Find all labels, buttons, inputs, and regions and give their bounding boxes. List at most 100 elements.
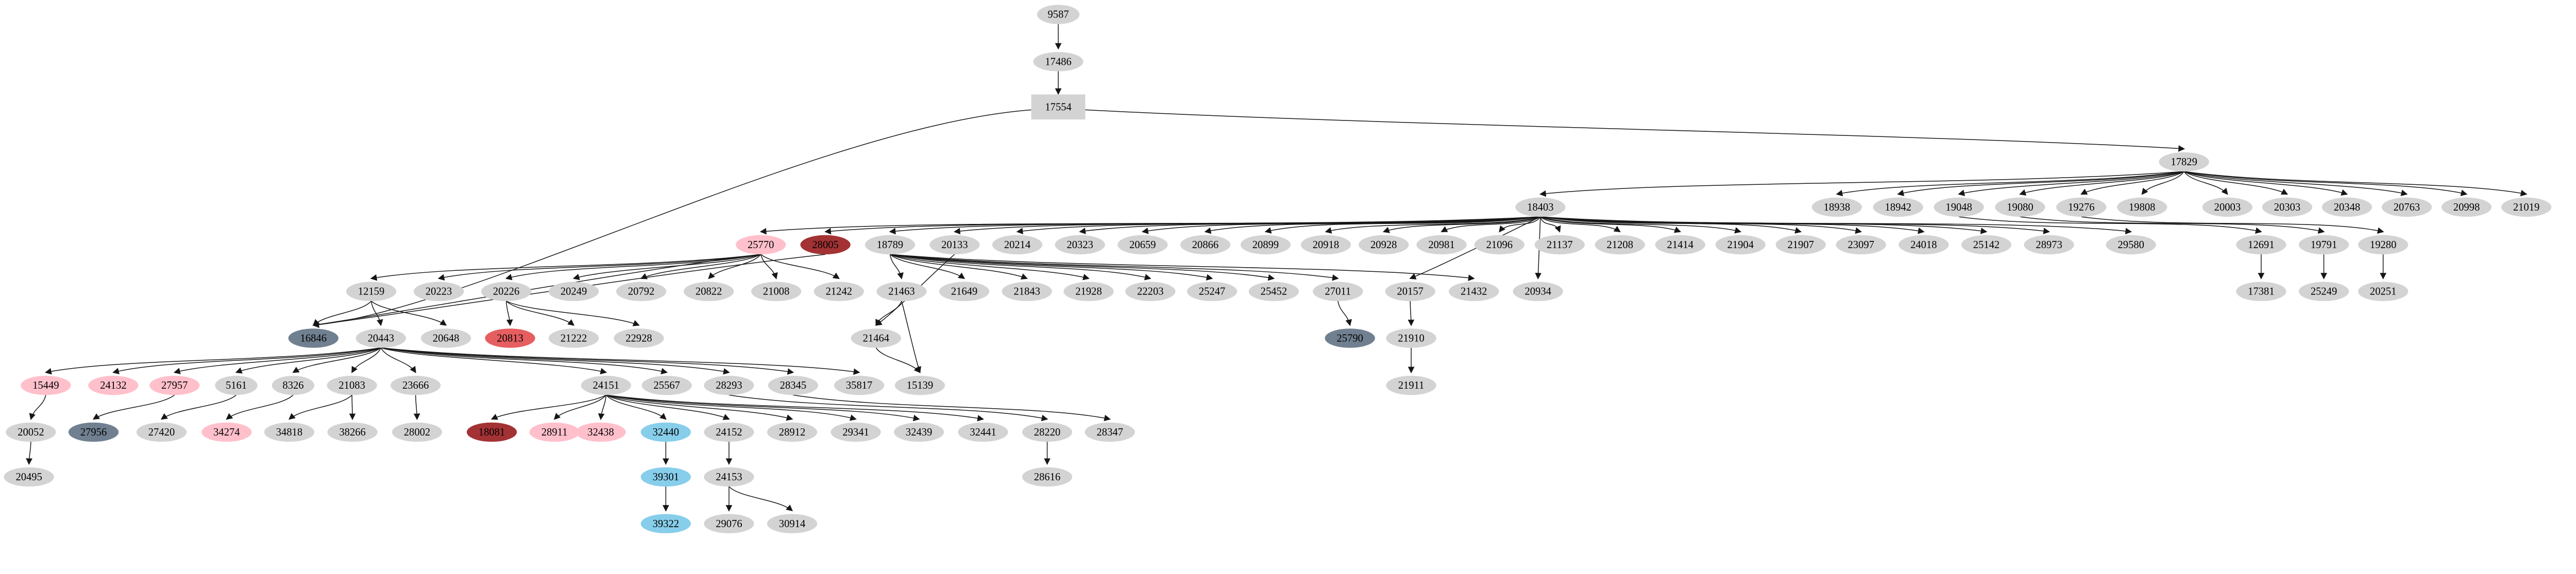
node-ellipse-shape bbox=[327, 422, 378, 442]
node-label: 17829 bbox=[2171, 156, 2197, 168]
node-ellipse-shape bbox=[2117, 197, 2167, 217]
node-label: 20251 bbox=[2370, 286, 2396, 298]
edge-25770-20822 bbox=[708, 254, 761, 280]
node-ellipse-shape bbox=[736, 235, 786, 255]
edge-20443-35817 bbox=[381, 347, 860, 375]
edge-18403-21414 bbox=[1540, 216, 1682, 233]
edge-20443-25567 bbox=[381, 347, 668, 375]
node-32439: 32439 bbox=[893, 422, 944, 442]
node-ellipse-shape bbox=[2159, 152, 2209, 172]
node-21649: 21649 bbox=[939, 282, 990, 301]
node-20763: 20763 bbox=[2381, 197, 2432, 217]
node-label: 17486 bbox=[1045, 56, 1071, 67]
edge-20226-21222 bbox=[506, 301, 575, 326]
node-27956: 27956 bbox=[68, 422, 119, 442]
node-ellipse-shape bbox=[616, 282, 667, 301]
node-ellipse-shape bbox=[876, 282, 927, 301]
node-ellipse-shape bbox=[272, 375, 315, 395]
node-24153: 24153 bbox=[704, 467, 754, 487]
node-ellipse-shape bbox=[851, 328, 902, 348]
node-ellipse-shape bbox=[2441, 197, 2492, 217]
node-label: 24132 bbox=[100, 380, 126, 391]
node-21463: 21463 bbox=[876, 282, 927, 301]
node-ellipse-shape bbox=[2381, 197, 2432, 217]
node-label: 21242 bbox=[826, 286, 852, 298]
edge-20226-22928 bbox=[506, 301, 640, 326]
edge-21463-15139 bbox=[901, 301, 921, 374]
node-ellipse-shape bbox=[1063, 282, 1114, 301]
node-ellipse-shape bbox=[865, 235, 916, 255]
node-ellipse-shape bbox=[548, 328, 599, 348]
node-17486: 17486 bbox=[1033, 52, 1083, 72]
edge-21464-15139 bbox=[875, 347, 921, 373]
node-label: 20648 bbox=[433, 333, 459, 344]
node-ellipse-shape bbox=[2298, 235, 2349, 255]
edge-17829-20303 bbox=[2183, 171, 2289, 195]
node-20348: 20348 bbox=[2321, 197, 2372, 217]
node-19080: 19080 bbox=[1995, 197, 2045, 217]
node-ellipse-shape bbox=[548, 282, 599, 301]
edge-18403-20918 bbox=[1325, 216, 1541, 234]
node-label: 27956 bbox=[80, 427, 107, 438]
node-28002: 28002 bbox=[392, 422, 443, 442]
node-label: 32440 bbox=[653, 427, 679, 438]
edge-28345-28347 bbox=[793, 394, 1111, 422]
edge-24151-28912 bbox=[606, 394, 793, 421]
node-label: 28616 bbox=[1034, 472, 1060, 483]
node-ellipse-shape bbox=[6, 422, 56, 442]
node-22203: 22203 bbox=[1125, 282, 1176, 301]
edge-18789-25247 bbox=[890, 254, 1213, 281]
node-label: 20133 bbox=[941, 239, 968, 251]
node-ellipse-shape bbox=[1033, 52, 1083, 72]
node-21008: 21008 bbox=[751, 282, 802, 301]
edge-18403-20981 bbox=[1440, 216, 1541, 233]
node-label: 21907 bbox=[1787, 239, 1814, 251]
node-21096: 21096 bbox=[1474, 235, 1525, 255]
node-24018: 24018 bbox=[1899, 235, 1949, 255]
node-label: 28912 bbox=[779, 427, 805, 438]
node-label: 21911 bbox=[1398, 380, 1425, 391]
node-19791: 19791 bbox=[2298, 235, 2349, 255]
node-label: 5161 bbox=[226, 380, 247, 391]
node-ellipse-shape bbox=[413, 282, 464, 301]
node-15449: 15449 bbox=[21, 375, 71, 395]
node-label: 32439 bbox=[906, 427, 932, 438]
node-21907: 21907 bbox=[1775, 235, 1826, 255]
node-12691: 12691 bbox=[2236, 235, 2286, 255]
node-label: 21464 bbox=[863, 333, 889, 344]
node-21843: 21843 bbox=[1002, 282, 1052, 301]
edge-15449-20052 bbox=[29, 395, 46, 420]
node-ellipse-shape bbox=[831, 422, 881, 442]
node-32438: 32438 bbox=[575, 422, 626, 442]
edge-20443-23666 bbox=[380, 347, 416, 373]
node-label: 35817 bbox=[846, 380, 872, 391]
edge-25770-21008 bbox=[760, 254, 778, 280]
edge-18789-27011 bbox=[890, 254, 1339, 281]
node-label: 20934 bbox=[1524, 286, 1551, 298]
node-ellipse-shape bbox=[1513, 282, 1563, 301]
node-ellipse-shape bbox=[1313, 282, 1363, 301]
node-label: 15139 bbox=[907, 380, 933, 391]
node-18942: 18942 bbox=[1873, 197, 1923, 217]
node-21414: 21414 bbox=[1655, 235, 1705, 255]
edge-17829-19276 bbox=[2080, 171, 2184, 195]
node-label: 21083 bbox=[338, 380, 365, 391]
node-label: 20226 bbox=[493, 286, 519, 298]
node-label: 25142 bbox=[1973, 239, 1999, 251]
node-label: 18942 bbox=[1885, 202, 1911, 213]
node-ellipse-shape bbox=[88, 375, 139, 395]
edge-17829-19808 bbox=[2141, 171, 2184, 195]
edge-25770-20226 bbox=[505, 254, 761, 281]
node-ellipse-shape bbox=[1240, 235, 1291, 255]
node-25567: 25567 bbox=[641, 375, 692, 395]
node-label: 12691 bbox=[2248, 239, 2274, 251]
node-18403: 18403 bbox=[1515, 197, 1566, 217]
node-20003: 20003 bbox=[2202, 197, 2253, 217]
node-ellipse-shape bbox=[4, 467, 54, 487]
node-29580: 29580 bbox=[2106, 235, 2156, 255]
node-34818: 34818 bbox=[264, 422, 315, 442]
node-label: 20813 bbox=[497, 333, 523, 344]
edge-17829-21019 bbox=[2184, 171, 2528, 197]
node-ellipse-shape bbox=[929, 235, 980, 255]
